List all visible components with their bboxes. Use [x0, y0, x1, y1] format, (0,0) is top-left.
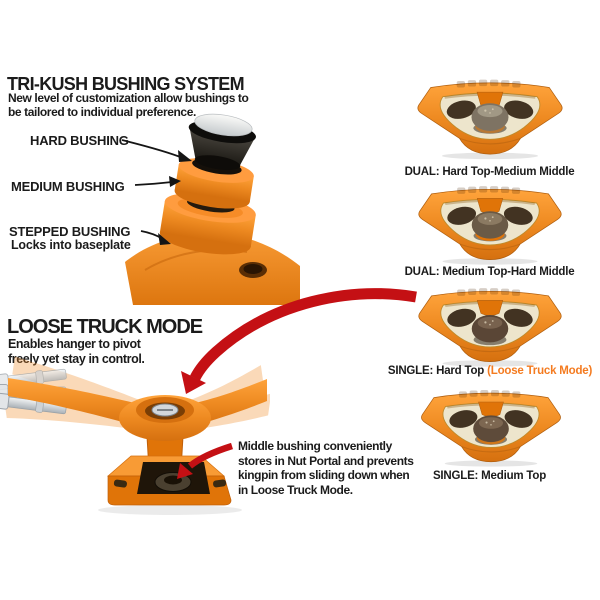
caption-text: SINGLE: Medium Top — [432, 470, 547, 482]
caption-text: DUAL: Medium Top-Hard Middle — [404, 266, 575, 278]
nut-portal-note-line1: Middle bushing conveniently — [238, 439, 392, 453]
stepped-bushing-label: STEPPED BUSHING — [9, 224, 131, 239]
bushing-stack-figure — [125, 113, 300, 305]
truck-config-figure-single-hard-top — [414, 284, 566, 368]
nut-portal-note-line3: kingpin from sliding down when — [238, 468, 410, 482]
hard-bushing-label: HARD BUSHING — [30, 133, 129, 148]
tri-kush-subtitle: New level of customization allow bushing… — [8, 91, 249, 119]
caption-text: DUAL: Hard Top-Medium Middle — [404, 166, 575, 178]
loose-truck-subtitle: Enables hanger to pivot freely yet stay … — [8, 337, 145, 366]
nut-portal-note: Middle bushing conveniently stores in Nu… — [238, 439, 414, 497]
loose-truck-title: LOOSE TRUCK MODE — [7, 316, 203, 338]
truck-config-caption-3: SINGLE: Hard Top (Loose Truck Mode) — [385, 365, 595, 377]
tri-kush-subtitle-line2: be tailored to individual preference. — [8, 105, 196, 119]
truck-config-figure-dual-hard-top — [416, 74, 564, 162]
truck-config-caption-4: SINGLE: Medium Top — [392, 470, 587, 482]
caption-highlight: (Loose Truck Mode) — [487, 365, 593, 377]
tri-kush-subtitle-line1: New level of customization allow bushing… — [8, 91, 249, 105]
truck-config-caption-2: DUAL: Medium Top-Hard Middle — [392, 266, 587, 278]
truck-config-caption-1: DUAL: Hard Top-Medium Middle — [392, 166, 587, 178]
nut-portal-note-line2: stores in Nut Portal and prevents — [238, 453, 414, 468]
nut-portal-note-line4: in Loose Truck Mode. — [238, 482, 353, 497]
truck-config-figure-single-medium-top — [417, 386, 565, 468]
medium-bushing-label: MEDIUM BUSHING — [11, 179, 125, 194]
tri-kush-title: TRI-KUSH BUSHING SYSTEM — [7, 74, 245, 94]
loose-truck-subtitle-line1: Enables hanger to pivot — [8, 337, 141, 351]
stepped-bushing-note: Locks into baseplate — [11, 238, 131, 252]
loose-truck-subtitle-line2: freely yet stay in control. — [8, 351, 145, 366]
truck-config-figure-dual-medium-top — [416, 182, 564, 266]
loose-truck-figure — [0, 356, 270, 515]
caption-text: SINGLE: Hard Top — [387, 365, 488, 377]
